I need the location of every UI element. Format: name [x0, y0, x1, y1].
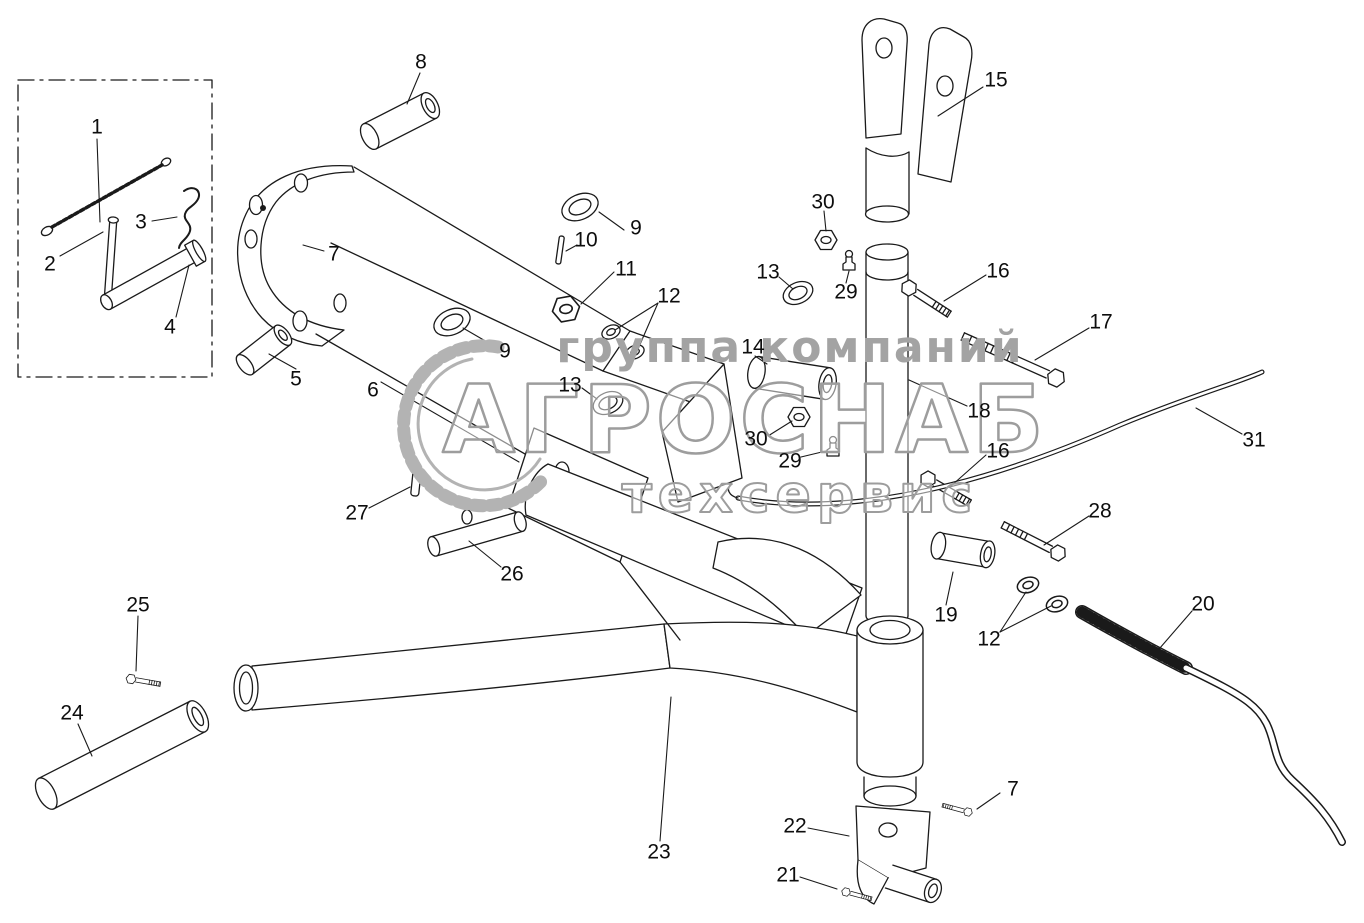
part-30-nut [814, 229, 838, 251]
part-26-rod [427, 511, 527, 557]
part-25-bolt [124, 673, 162, 689]
part-10-pin [555, 235, 565, 265]
part-15-clevis [861, 18, 973, 223]
frame-weldment [233, 166, 924, 807]
part-24-cylinder [34, 700, 210, 810]
part-5-bushing [235, 324, 293, 376]
part-8-bushing [359, 91, 441, 151]
part-14-bushing [747, 355, 837, 401]
leader-lines [59, 72, 1243, 890]
part-22-lower-clevis [855, 805, 943, 905]
part-4-clevis-pin [100, 239, 207, 311]
part-20-spring-rod [1075, 605, 1346, 846]
part-28-bolt [998, 517, 1069, 564]
watermark-top-text: группа компаний [556, 322, 1023, 373]
part-18-pivot-pin [865, 243, 909, 625]
part-19-bushing [930, 531, 996, 569]
part-1-chain [40, 157, 172, 237]
part-7-bolt [941, 801, 974, 818]
part-9-ring [556, 187, 604, 227]
part-3-r-clip [178, 187, 200, 249]
inset-box [17, 79, 213, 378]
watermark: группа компаний АГРОСНАБ техсервис [397, 322, 1048, 526]
watermark-main-text: АГРОСНАБ [442, 366, 1048, 475]
laurel-wreath-logo [397, 339, 552, 513]
part-31-rod [727, 369, 1265, 507]
watermark-bottom-text: техсервис [622, 465, 978, 525]
part-12-washer [1043, 592, 1071, 616]
part-7-bracket [237, 165, 355, 347]
part-29-fitting [842, 249, 856, 271]
part-12-washer [1014, 573, 1042, 597]
part-9-ring [428, 302, 476, 342]
